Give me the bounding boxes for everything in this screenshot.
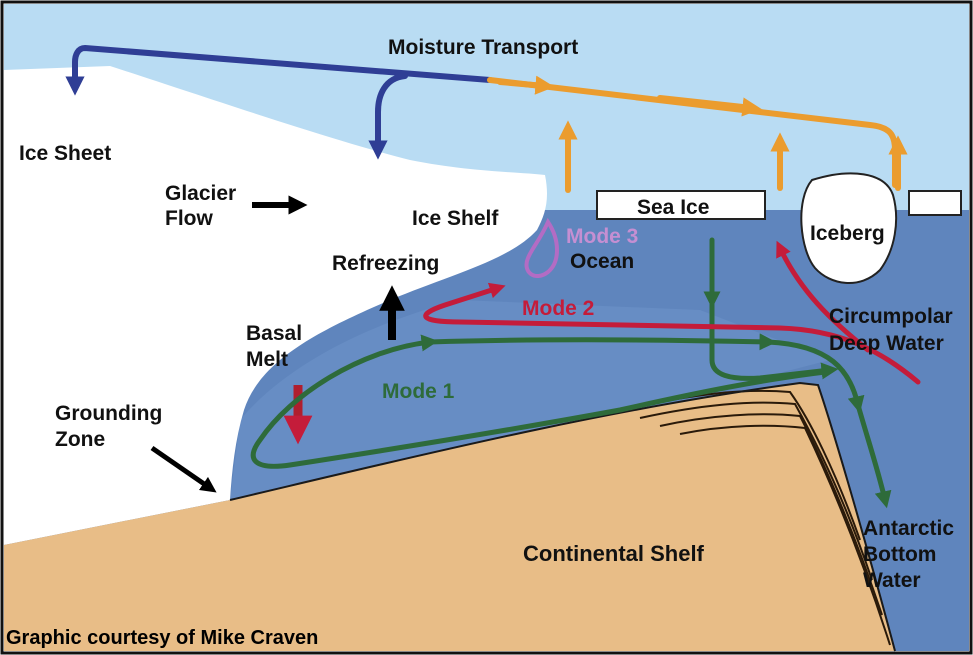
melt-label: Melt bbox=[246, 348, 288, 371]
mode3-label: Mode 3 bbox=[566, 225, 638, 248]
iceberg-label: Iceberg bbox=[810, 222, 885, 245]
glacier-label: Glacier bbox=[165, 182, 236, 205]
grounding-label: Grounding bbox=[55, 402, 162, 425]
basal-label: Basal bbox=[246, 322, 302, 345]
mode2-circulation bbox=[423, 240, 921, 385]
iceberg-shape bbox=[800, 172, 898, 284]
credit-label: Graphic courtesy of Mike Craven bbox=[6, 627, 318, 649]
shelf-outline bbox=[229, 381, 896, 652]
continental-shelf-label: Continental Shelf bbox=[523, 541, 705, 566]
ocean-label: Ocean bbox=[570, 250, 634, 273]
mode2-label: Mode 2 bbox=[522, 297, 594, 320]
sea-ice-label: Sea Ice bbox=[637, 196, 709, 219]
mode3-loop bbox=[524, 217, 559, 278]
antarctic-label: Antarctic bbox=[863, 517, 954, 540]
water-label: Water bbox=[863, 569, 921, 592]
moisture-transport-label: Moisture Transport bbox=[388, 36, 578, 59]
sea-ice-block bbox=[596, 190, 766, 220]
deep-water-label: Deep Water bbox=[829, 332, 944, 355]
mode1-circulation bbox=[250, 237, 892, 509]
ice-sheet-shape bbox=[4, 66, 548, 545]
continental-shelf-shape bbox=[4, 383, 895, 651]
mode1-label: Mode 1 bbox=[382, 380, 455, 403]
bottom-label: Bottom bbox=[863, 543, 936, 566]
ice-shelf-label: Ice Shelf bbox=[412, 207, 499, 230]
moisture-transport-arrows bbox=[65, 45, 908, 193]
zone-label: Zone bbox=[55, 428, 105, 451]
grounding-zone-arrow bbox=[150, 445, 217, 493]
refreezing-label: Refreezing bbox=[332, 252, 439, 275]
ice-sheet-label: Ice Sheet bbox=[19, 142, 111, 165]
flow-label: Flow bbox=[165, 207, 213, 230]
small-sea-ice-block bbox=[908, 190, 962, 216]
circumpolar-label: Circumpolar bbox=[829, 305, 953, 328]
